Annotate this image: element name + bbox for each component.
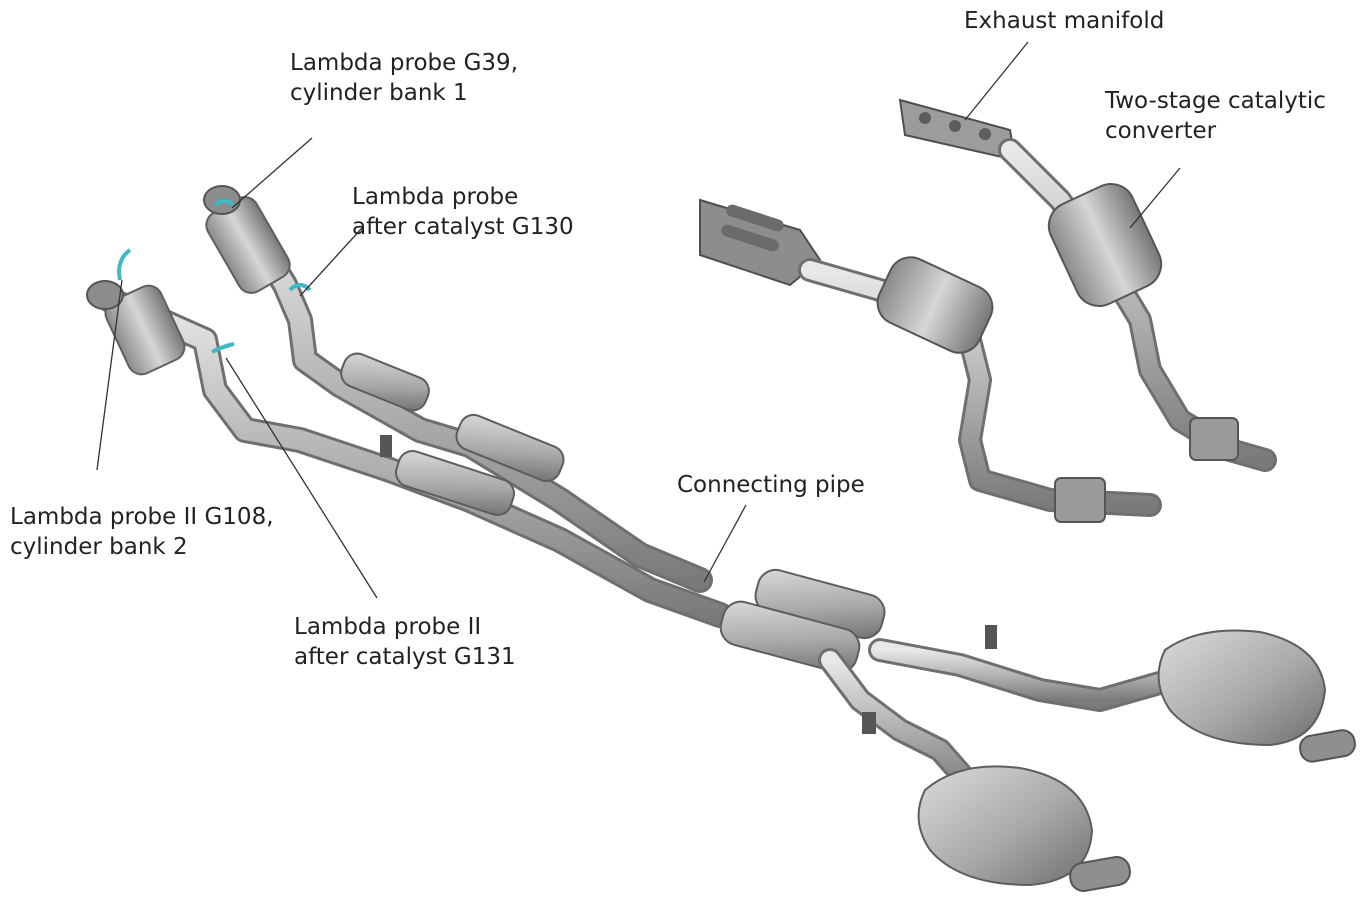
label-exhaust-manifold: Exhaust manifold [964,6,1164,36]
label-lambda-probe-g108: Lambda probe II G108, cylinder bank 2 [10,502,274,562]
label-line: cylinder bank 2 [10,532,274,562]
label-lambda-probe-g130: Lambda probe after catalyst G130 [352,182,574,242]
label-lambda-probe-g131: Lambda probe II after catalyst G131 [294,612,516,672]
main-exhaust-assembly [87,186,1357,893]
label-line: Lambda probe II [294,612,516,642]
label-line: cylinder bank 1 [290,78,518,108]
label-line: Lambda probe II G108, [10,502,274,532]
label-two-stage-catalytic-converter: Two-stage catalytic converter [1105,86,1326,146]
label-lambda-probe-g39: Lambda probe G39, cylinder bank 1 [290,48,518,108]
label-line: Exhaust manifold [964,6,1164,36]
label-line: Connecting pipe [677,470,865,500]
label-connecting-pipe: Connecting pipe [677,470,865,500]
label-line: after catalyst G130 [352,212,574,242]
leader-exhaust-manifold [965,42,1028,120]
leader-connecting-pipe [704,505,746,582]
leader-lambda-probe-g39 [232,138,312,208]
label-line: after catalyst G131 [294,642,516,672]
label-line: Two-stage catalytic [1105,86,1326,116]
leader-two-stage-catalytic-converter [1130,168,1180,228]
label-line: Lambda probe [352,182,574,212]
label-line: Lambda probe G39, [290,48,518,78]
label-line: converter [1105,116,1326,146]
